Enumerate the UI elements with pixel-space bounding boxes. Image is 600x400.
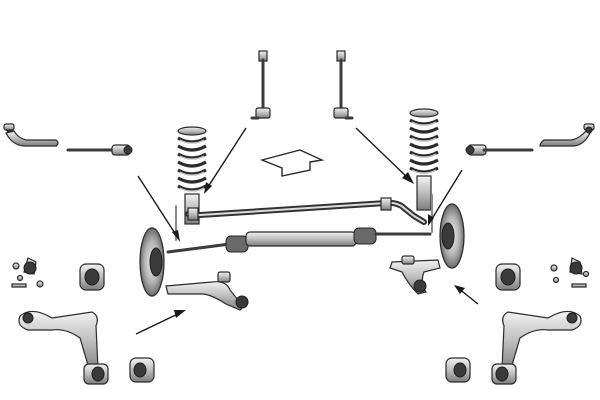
inner-tie-rod-right <box>465 144 534 156</box>
control-arm-right-detail <box>491 310 582 385</box>
front-direction-arrow <box>259 149 325 177</box>
ball-joint-kit-left <box>11 257 44 288</box>
lower-control-arm-left <box>165 271 249 311</box>
inner-tie-rod-left <box>66 144 133 156</box>
control-arm-left-detail <box>18 310 109 385</box>
bushing-right <box>495 263 521 291</box>
ball-joint-kit-right <box>550 257 590 288</box>
pointer-arrow-3 <box>137 175 179 239</box>
coil-spring-right <box>409 108 439 233</box>
bushing-left <box>79 263 105 291</box>
pointer-arrow-4 <box>429 169 463 223</box>
stabilizer-bar <box>185 197 427 225</box>
pointer-arrow-1 <box>205 127 247 191</box>
bushing-small-left <box>129 357 155 383</box>
pointer-arrow-5 <box>135 311 183 335</box>
lower-control-arm-right <box>389 255 441 295</box>
brake-disc-left <box>139 227 165 297</box>
bushing-small-right <box>445 357 471 383</box>
brake-disc-right <box>439 203 465 269</box>
tie-rod-end-left <box>3 123 59 147</box>
pointer-arrows <box>135 127 479 335</box>
stabilizer-link-right <box>333 50 354 120</box>
tie-rod-end-right <box>539 123 595 147</box>
pointer-arrow-2 <box>355 127 411 181</box>
coil-spring-left <box>175 126 207 241</box>
stabilizer-link-left <box>250 50 271 120</box>
steering-rack <box>166 227 432 254</box>
